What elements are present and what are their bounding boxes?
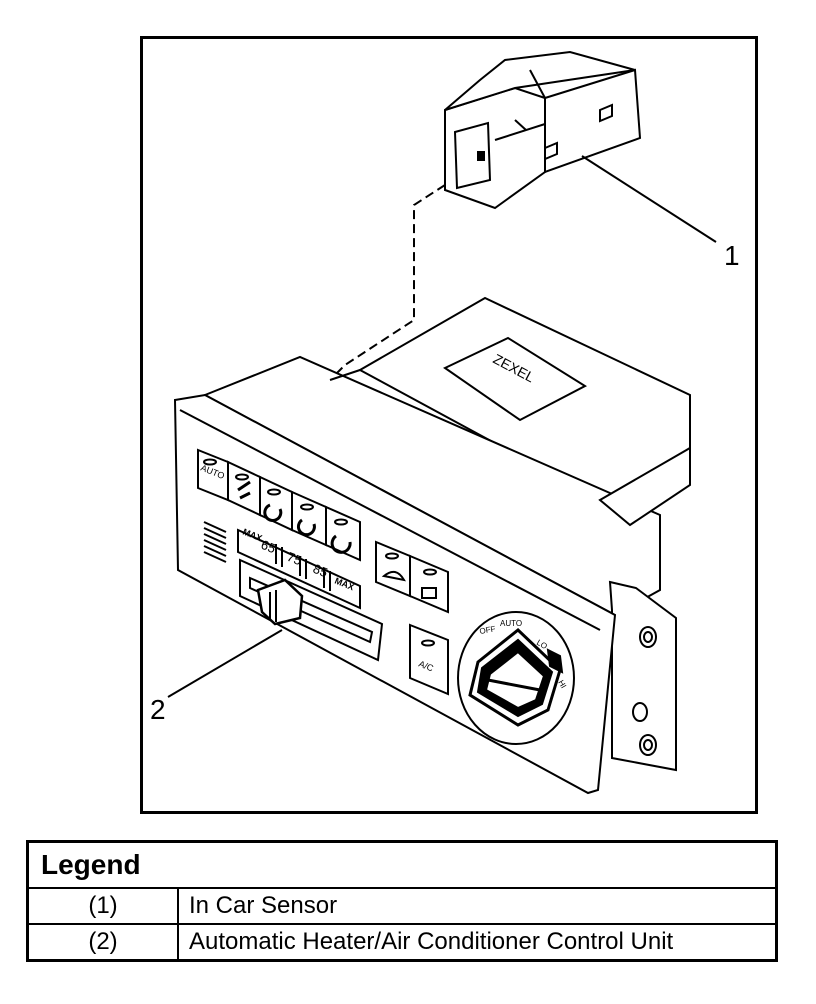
legend-row: (1) In Car Sensor	[26, 887, 778, 925]
ac-button[interactable]	[409, 623, 449, 696]
knob-off-label: OFF	[479, 624, 496, 636]
callout-2: 2	[150, 694, 166, 725]
leader-line-2	[167, 629, 283, 698]
temp-85-label: 85	[311, 561, 330, 580]
sensor-harness	[329, 184, 446, 381]
legend-row: (2) Automatic Heater/Air Conditioner Con…	[26, 923, 778, 962]
legend-title: Legend	[26, 840, 778, 889]
figure-frame	[140, 36, 758, 814]
callout-1: 1	[724, 240, 740, 271]
sensor-grille	[203, 521, 227, 563]
knob-hi-label: HI	[556, 679, 568, 690]
legend-row-number: (1)	[26, 887, 179, 925]
temp-slider-knob[interactable]	[256, 578, 304, 626]
mode-button-row	[197, 448, 449, 614]
legend-row-number: (2)	[26, 923, 179, 962]
temp-65-label: 65	[259, 537, 278, 556]
leader-line-1	[581, 155, 717, 243]
legend-row-description: Automatic Heater/Air Conditioner Control…	[177, 923, 778, 962]
legend-row-description: In Car Sensor	[177, 887, 778, 925]
fan-mode-knob[interactable]	[457, 611, 575, 745]
temp-75-label: 75	[285, 549, 304, 568]
temp-scale-ticks	[275, 544, 331, 591]
knob-auto-label: AUTO	[500, 619, 522, 628]
in-car-sensor	[444, 50, 642, 210]
control-unit-illustration: AUTO MAX 65 75 85 MAX A/C OFF AUTO LO HI…	[167, 50, 717, 795]
legend-table: Legend (1) In Car Sensor (2) Automatic H…	[26, 840, 778, 962]
